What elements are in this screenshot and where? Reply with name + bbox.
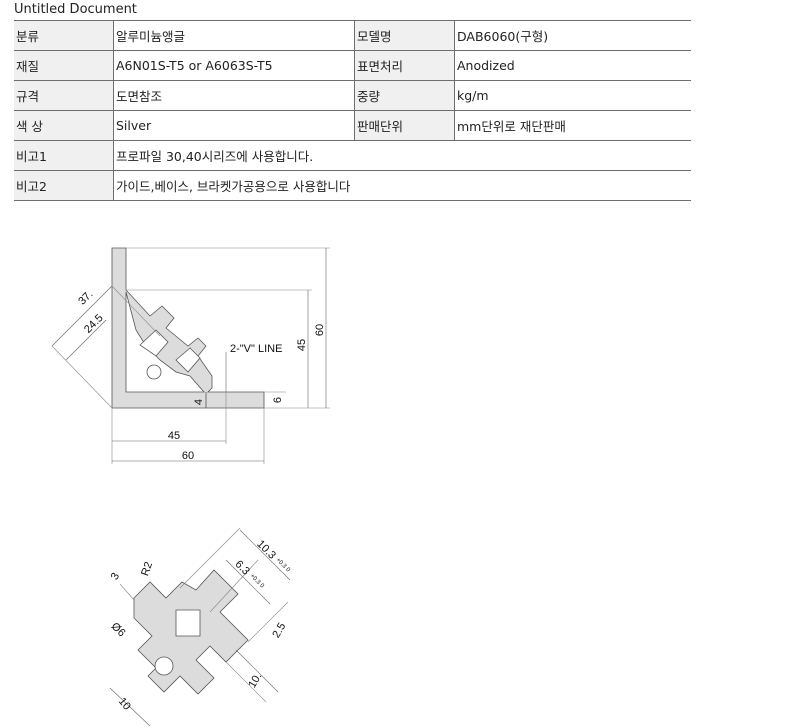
document-title: Untitled Document [14,2,137,17]
dim-2-5: 2.5 [270,621,288,640]
ext-line [51,345,113,409]
table-row: 비고2 가이드,베이스, 브라켓가공용으로 사용합니다 [14,170,691,201]
spec-label: 모델명 [354,20,455,51]
cross-section-groove [175,609,201,637]
spec-table: 분류 알루미늄앵글 모델명 DAB6060(구형) 재질 A6N01S-T5 o… [14,20,691,201]
spec-label: 재질 [14,50,114,81]
spec-label: 판매단위 [354,110,455,141]
spec-value: kg/m [454,80,691,111]
ext-line [209,559,259,613]
dim-line [225,559,271,605]
dim-line [235,649,279,693]
ext-line [119,583,135,601]
dim-10-bottom: 10 [116,696,133,713]
dim-45-vertical: 45 [296,339,308,351]
dim-24-5: 24.5 [82,312,106,336]
spec-label: 표면처리 [354,50,455,81]
spec-label: 중량 [354,80,455,111]
ext-line [111,285,161,337]
note-label: 비고2 [14,170,114,201]
spec-value: A6N01S-T5 or A6063S-T5 [113,50,355,81]
spec-value: mm단위로 재단판매 [454,110,691,141]
dim-r2: R2 [139,560,155,577]
table-row: 재질 A6N01S-T5 or A6063S-T5 표면처리 Anodized [14,50,691,81]
dim-60-horizontal: 60 [182,450,194,462]
cross-section-hole [154,656,174,676]
cross-section-drawing: 3 R2 Ø6 10.3 +0.3 0 6.3 +0.3 0 2.5 10. 1… [109,527,292,727]
spec-value: DAB6060(구형) [454,20,691,51]
dim-6-3: 6.3 [232,558,251,577]
dim-6: 6 [272,397,284,403]
dim-60-vertical: 60 [314,324,326,336]
dim-4: 4 [193,399,205,405]
ext-line [179,527,241,589]
spec-label: 규격 [14,80,114,111]
dim-line [109,687,151,727]
spec-label: 색 상 [14,110,114,141]
dim-10-right: 10. [246,671,264,690]
dim-3: 3 [109,571,122,582]
ext-line [225,661,267,703]
angle-profile-drawing: 60 45 6 4 45 60 37. 24.5 2-"V" LINE [51,247,330,464]
table-row: 비고1 프로파일 30,40시리즈에 사용합니다. [14,140,691,171]
angle-profile-shape [111,247,265,409]
dim-line [51,285,113,347]
table-row: 규격 도면참조 중량 kg/m [14,80,691,111]
slot-detail [139,329,201,373]
dim-line [239,529,291,581]
note-value: 가이드,베이스, 브라켓가공용으로 사용합니다 [113,170,691,201]
v-line-label: 2-"V" LINE [230,343,282,355]
dim-10-3: 10.3 [254,538,278,562]
dim-line [65,319,107,361]
ext-line [247,601,289,643]
slot-hole [146,364,162,380]
dim-10-3-tolerance: +0.3 0 [275,557,292,574]
dim-6-3-tolerance: +0.3 0 [249,573,266,590]
dim-45-horizontal: 45 [168,430,180,442]
dim-37: 37. [76,288,95,307]
dim-phi6: Ø6 [109,620,128,639]
spec-value: 도면참조 [113,80,355,111]
table-row: 색 상 Silver 판매단위 mm단위로 재단판매 [14,110,691,141]
note-value: 프로파일 30,40시리즈에 사용합니다. [113,140,691,171]
note-label: 비고1 [14,140,114,171]
